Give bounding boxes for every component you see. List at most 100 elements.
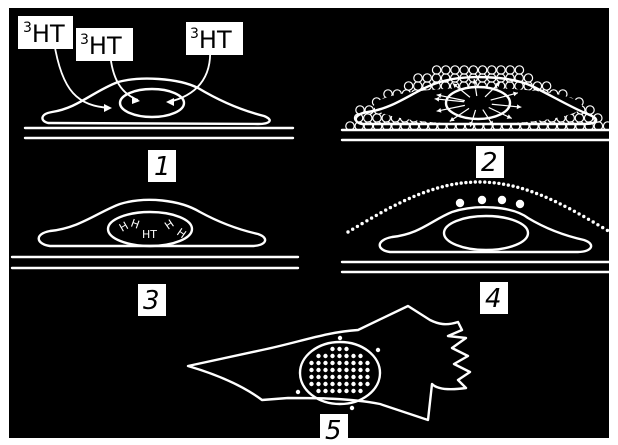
boundary-dot (403, 199, 406, 202)
boundary-dot (596, 223, 599, 226)
boundary-dot (493, 181, 496, 184)
boundary-dot (408, 197, 411, 200)
panel-number-1: 1 (154, 152, 171, 182)
silver-grain (351, 354, 355, 358)
boundary-dot (365, 219, 368, 222)
silver-grain (358, 375, 362, 379)
boundary-dot (478, 180, 481, 183)
boundary-dot (577, 212, 580, 215)
silver-grain (323, 354, 327, 358)
boundary-dot (389, 206, 392, 209)
boundary-dot (521, 187, 524, 190)
boundary-dot (483, 180, 486, 183)
silver-grain (351, 368, 355, 372)
panel-number-3: 3 (143, 286, 160, 316)
silver-grain (330, 361, 334, 365)
silver-grain (344, 368, 348, 372)
silver-grain (296, 390, 300, 394)
silver-grain (351, 375, 355, 379)
boundary-dot (549, 198, 552, 201)
boundary-dot (469, 181, 472, 184)
silver-grain (350, 406, 354, 410)
boundary-dot (379, 211, 382, 214)
boundary-dot (606, 229, 609, 232)
nucleus-label-ht: HT (142, 228, 157, 241)
silver-grain (344, 375, 348, 379)
silver-grain (323, 389, 327, 393)
silver-grain (358, 389, 362, 393)
silver-grain (358, 354, 362, 358)
boundary-dot (573, 210, 576, 213)
surface-granule (516, 200, 524, 208)
silver-grain (337, 361, 341, 365)
silver-grain (330, 382, 334, 386)
silver-grain (337, 354, 341, 358)
boundary-dot (422, 191, 425, 194)
boundary-dot (511, 184, 514, 187)
boundary-dot (497, 182, 500, 185)
silver-grain (358, 382, 362, 386)
silver-grain (316, 375, 320, 379)
boundary-dot (530, 190, 533, 193)
silver-grain (330, 368, 334, 372)
boundary-dot (450, 183, 453, 186)
boundary-dot (554, 200, 557, 203)
silver-grain (309, 368, 313, 372)
silver-grain (316, 361, 320, 365)
silver-grain (337, 375, 341, 379)
panel-number-4: 4 (485, 284, 502, 314)
boundary-dot (582, 215, 585, 218)
silver-grain (344, 389, 348, 393)
silver-grain (358, 368, 362, 372)
boundary-dot (601, 226, 604, 229)
silver-grain (330, 347, 334, 351)
silver-grain (365, 368, 369, 372)
boundary-dot (412, 195, 415, 198)
boundary-dot (436, 186, 439, 189)
silver-grain (316, 354, 320, 358)
silver-grain (376, 348, 380, 352)
boundary-dot (427, 189, 430, 192)
boundary-dot (431, 188, 434, 191)
boundary-dot (356, 225, 359, 228)
silver-grain (323, 375, 327, 379)
silver-grain (358, 361, 362, 365)
silver-grain (323, 382, 327, 386)
boundary-dot (417, 193, 420, 196)
boundary-dot (474, 180, 477, 183)
boundary-dot (502, 183, 505, 186)
silver-grain (337, 347, 341, 351)
surface-granule (456, 199, 464, 207)
boundary-dot (507, 183, 510, 186)
silver-grain (351, 382, 355, 386)
silver-grain (309, 375, 313, 379)
surface-granule (498, 196, 506, 204)
silver-grain (309, 361, 313, 365)
silver-grain (330, 375, 334, 379)
boundary-dot (441, 185, 444, 188)
boundary-dot (568, 207, 571, 210)
boundary-dot (346, 230, 349, 233)
boundary-dot (563, 205, 566, 208)
boundary-dot (360, 222, 363, 225)
boundary-dot (394, 204, 397, 207)
silver-grain (365, 361, 369, 365)
silver-grain (344, 382, 348, 386)
boundary-dot (488, 181, 491, 184)
silver-grain (316, 389, 320, 393)
boundary-dot (375, 214, 378, 217)
boundary-dot (351, 228, 354, 231)
silver-grain (365, 382, 369, 386)
boundary-dot (464, 181, 467, 184)
silver-grain (323, 368, 327, 372)
silver-grain (330, 354, 334, 358)
silver-grain (351, 361, 355, 365)
silver-grain (365, 375, 369, 379)
silver-grain (337, 368, 341, 372)
boundary-dot (384, 208, 387, 211)
silver-grain (338, 336, 342, 340)
boundary-dot (516, 186, 519, 189)
boundary-dot (544, 196, 547, 199)
silver-grain (344, 354, 348, 358)
